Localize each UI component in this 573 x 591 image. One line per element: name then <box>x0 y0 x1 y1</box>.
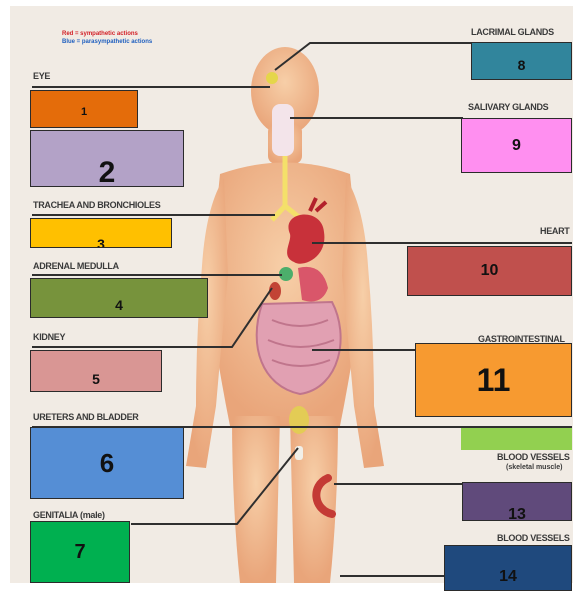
label-trachea: TRACHEA AND BRONCHIOLES <box>33 200 160 210</box>
legend-blue: Blue = parasympathetic actions <box>62 38 152 46</box>
answer-box-6[interactable]: 6 <box>30 427 184 499</box>
bladder-shape <box>289 406 309 434</box>
label-blood-vessels-1-sub: (skeletal muscle) <box>506 464 562 471</box>
answer-box-11[interactable]: 11 <box>415 343 572 417</box>
answer-box-5[interactable]: 5 <box>30 350 162 392</box>
label-genitalia: GENITALIA (male) <box>33 510 105 520</box>
label-ureters: URETERS AND BLADDER <box>33 412 138 422</box>
answer-box-12[interactable] <box>461 428 572 450</box>
answer-box-7[interactable]: 7 <box>30 521 130 583</box>
label-kidney: KIDNEY <box>33 332 65 342</box>
kidney-shape <box>269 282 281 300</box>
label-eye: EYE <box>33 71 50 81</box>
answer-box-13[interactable]: 13 <box>462 482 572 521</box>
label-lacrimal: LACRIMAL GLANDS <box>471 27 554 37</box>
label-blood-vessels-2: BLOOD VESSELS <box>497 533 570 543</box>
answer-box-1[interactable]: 1 <box>30 90 138 128</box>
answer-box-10[interactable]: 10 <box>407 246 572 296</box>
legend: Red = sympathetic actions Blue = parasym… <box>62 30 152 46</box>
answer-box-14[interactable]: 14 <box>444 545 572 591</box>
label-adrenal: ADRENAL MEDULLA <box>33 261 119 271</box>
pharynx-shape <box>272 104 294 156</box>
lacrimal-gland-shape <box>266 72 278 84</box>
label-blood-vessels-1: BLOOD VESSELS <box>497 452 570 462</box>
answer-box-2[interactable]: 2 <box>30 130 184 187</box>
answer-box-8[interactable]: 8 <box>471 42 572 80</box>
answer-box-4[interactable]: 4 <box>30 278 208 318</box>
label-heart: HEART <box>540 226 570 236</box>
legend-red: Red = sympathetic actions <box>62 30 152 38</box>
adrenal-shape <box>279 267 293 281</box>
answer-box-3[interactable]: 3 <box>30 218 172 248</box>
genitalia-shape <box>295 446 303 460</box>
label-salivary: SALIVARY GLANDS <box>468 102 548 112</box>
answer-box-9[interactable]: 9 <box>461 118 572 173</box>
